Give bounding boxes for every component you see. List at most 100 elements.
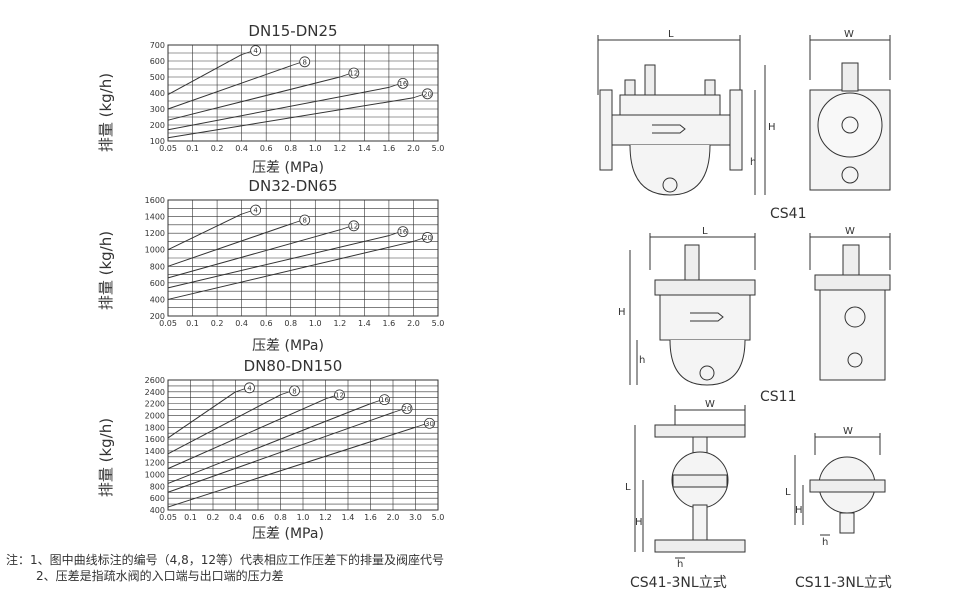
series-label-8: 8 (302, 217, 306, 225)
series-label-30: 30 (425, 420, 434, 428)
series-marker-12 (348, 67, 360, 79)
cs11-caption: CS11 (760, 389, 797, 405)
series-marker-20 (422, 232, 433, 243)
series-marker-20 (422, 88, 433, 100)
series-marker-30 (424, 417, 435, 429)
y-tick-label: 500 (150, 73, 165, 82)
x-tick-label: 1.6 (383, 144, 396, 153)
x-tick-label: 0.05 (159, 513, 177, 522)
series-label-12: 12 (349, 222, 358, 230)
x-tick-label: 2.0 (407, 144, 420, 153)
dim-h-upper-label: H (795, 505, 803, 516)
cs11-3nl-drawing: W L H h (785, 426, 886, 548)
y-tick-label: 1600 (145, 435, 165, 444)
series-line-16 (167, 403, 371, 484)
series-leader-16 (388, 84, 399, 88)
series-leader-4 (235, 388, 245, 393)
x-tick-label: 0.4 (235, 319, 248, 328)
series-line-4 (167, 213, 242, 251)
x-tick-label: 0.4 (235, 144, 248, 153)
x-tick-label: 5.0 (432, 319, 445, 328)
y-tick-label: 1200 (145, 229, 165, 238)
series-label-8: 8 (292, 387, 296, 395)
series-marker-4 (250, 45, 262, 57)
series-label-8: 8 (302, 58, 306, 66)
x-tick-label: 3.0 (409, 513, 422, 522)
series-leader-12 (339, 73, 349, 78)
x-tick-label: 1.4 (358, 319, 371, 328)
series-label-4: 4 (253, 47, 258, 55)
x-tick-label: 0.6 (260, 319, 273, 328)
series-line-8 (167, 65, 291, 110)
x-tick-label: 0.8 (284, 319, 297, 328)
series-marker-8 (289, 385, 300, 397)
series-line-4 (167, 54, 242, 96)
chart-title: DN32-DN65 (248, 177, 338, 195)
x-tick-label: 1.0 (309, 319, 322, 328)
plot-frame (167, 379, 439, 511)
series-marker-8 (299, 56, 311, 68)
chart-title: DN80-DN150 (243, 357, 343, 375)
y-tick-label: 700 (150, 41, 165, 50)
x-tick-label: 0.6 (252, 513, 265, 522)
series-marker-16 (397, 78, 409, 89)
dim-w-label: W (845, 226, 855, 237)
series-leader-16 (388, 232, 399, 237)
series-label-16: 16 (380, 396, 389, 404)
x-tick-label: 0.4 (229, 513, 242, 522)
x-tick-label: 0.05 (159, 144, 177, 153)
chart-title: DN15-DN25 (248, 22, 338, 40)
dim-w-label: W (705, 399, 715, 410)
dim-h-lower-label: h (677, 559, 683, 570)
y-tick-label: 200 (150, 312, 165, 321)
series-line-4 (167, 391, 236, 439)
x-axis-label: 压差 (MPa) (252, 338, 324, 354)
dim-l-label: L (785, 487, 791, 498)
series-line-12 (167, 76, 340, 121)
x-tick-label: 1.2 (333, 319, 346, 328)
footnotes: 注：1、图中曲线标注的编号（4,8，12等）代表相应工作压差下的排量及阀座代号 … (6, 552, 444, 584)
series-leader-20 (392, 409, 403, 413)
dim-w-label: W (844, 29, 854, 40)
cs11-side-drawing: W (809, 226, 891, 381)
x-tick-label: 0.05 (159, 319, 177, 328)
dim-h-upper-label: H (618, 307, 626, 318)
x-tick-label: 0.2 (207, 513, 220, 522)
series-marker-16 (379, 394, 390, 406)
dim-l-label: L (625, 482, 631, 493)
x-tick-label: 0.8 (274, 513, 287, 522)
x-axis-label: 压差 (MPa) (252, 526, 324, 542)
y-tick-label: 600 (150, 494, 165, 503)
y-tick-label: 1400 (145, 447, 165, 456)
x-tick-label: 5.0 (432, 513, 445, 522)
y-tick-label: 1000 (145, 246, 165, 255)
dim-h-lower-label: h (822, 537, 828, 548)
series-line-8 (167, 223, 291, 267)
series-leader-20 (413, 94, 423, 99)
x-tick-label: 1.0 (297, 513, 310, 522)
series-label-20: 20 (403, 405, 412, 413)
series-line-20 (167, 240, 414, 300)
series-leader-12 (325, 395, 335, 400)
cs11-front-drawing: L H h (618, 226, 756, 386)
y-tick-label: 800 (150, 482, 165, 491)
y-tick-label: 600 (150, 57, 165, 66)
x-tick-label: 1.6 (383, 319, 396, 328)
x-tick-label: 0.1 (186, 144, 199, 153)
dim-h-lower-label: h (750, 157, 756, 168)
plot-frame (167, 199, 439, 317)
series-leader-20 (413, 238, 423, 242)
cs11-3nl-caption: CS11-3NL立式 (795, 575, 892, 591)
x-tick-label: 0.1 (186, 319, 199, 328)
y-tick-label: 1400 (145, 213, 165, 222)
y-tick-label: 100 (150, 137, 165, 146)
x-tick-label: 1.0 (309, 144, 322, 153)
series-leader-8 (290, 62, 300, 67)
series-leader-16 (370, 400, 380, 405)
x-tick-label: 2.0 (387, 513, 400, 522)
x-axis-label: 压差 (MPa) (252, 160, 324, 176)
x-tick-label: 0.8 (284, 144, 297, 153)
series-leader-4 (241, 51, 251, 55)
